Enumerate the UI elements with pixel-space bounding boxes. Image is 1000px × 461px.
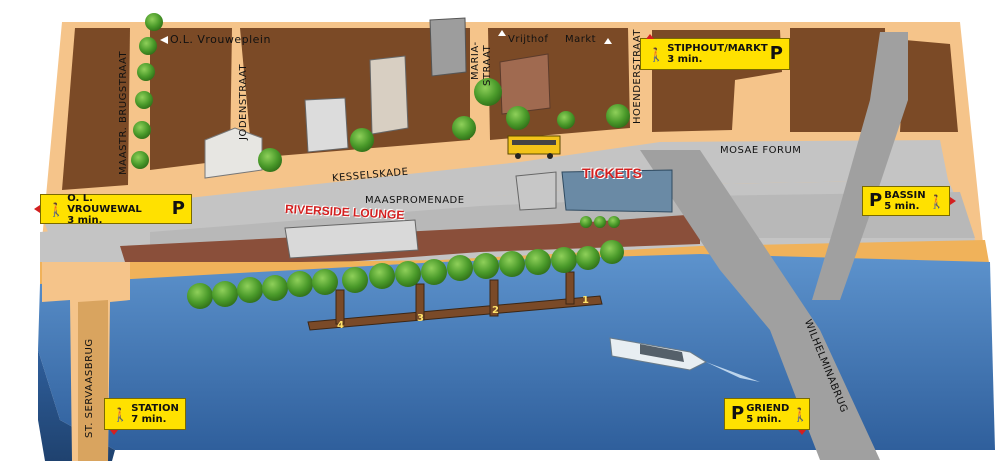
- sign-griend-line2: 5 min.: [746, 414, 782, 425]
- jetty: [307, 271, 603, 331]
- arrow-right-icon: [950, 197, 956, 205]
- label-jodenstraat: JODENSTRAAT: [238, 63, 249, 140]
- wilhelminabrug: [640, 150, 880, 460]
- pedestrian-icon: 🚶: [928, 193, 945, 209]
- label-ol-vrouweplein: O.L. Vrouweplein: [170, 33, 271, 46]
- jetty-2: 2: [492, 305, 499, 316]
- label-mosae-forum: MOSAE FORUM: [720, 145, 802, 156]
- label-mariastraat-2: STRAAT: [482, 44, 493, 86]
- pedestrian-icon: 🚶: [648, 46, 665, 62]
- jetty-numbers: 4 3 2 1: [337, 295, 589, 331]
- arrow-down-icon: [110, 430, 118, 435]
- pedestrian-icon: 🚶: [792, 406, 809, 422]
- parking-icon: P: [869, 190, 883, 211]
- wilhelminabrug-ramp: [812, 32, 908, 300]
- sign-bassin-line1: BASSIN: [884, 190, 926, 201]
- pedestrian-icon: 🚶: [48, 201, 65, 217]
- arrow-left-icon: [34, 205, 40, 213]
- sidewalk-strip: [40, 132, 946, 214]
- city-blocks: [62, 28, 958, 190]
- sign-ol-vrouwewal: 🚶 O. L. VROUWEWAL 3 min. P: [40, 192, 192, 226]
- sign-stiphout-markt: 🚶 STIPHOUT/MARKT 3 min. P: [640, 38, 790, 70]
- bus: [507, 135, 561, 159]
- sign-griend-line1: GRIEND: [746, 403, 790, 414]
- st-servaasbrug-deck: [78, 300, 108, 461]
- sign-station-line1: STATION: [131, 403, 179, 414]
- cruise-boat: [609, 337, 760, 382]
- parking-icon: P: [769, 43, 783, 64]
- label-maastr-brugstraat: MAASTR. BRUGSTRAAT: [118, 50, 129, 175]
- arrow-down-icon: [798, 430, 806, 435]
- sign-stiphout-line2: 3 min.: [667, 54, 703, 65]
- sign-bassin: P BASSIN 5 min. 🚶: [862, 186, 950, 216]
- direction-markers: [160, 30, 612, 44]
- sign-ol-vrouwewal-line1: O. L. VROUWEWAL: [67, 192, 142, 215]
- jetty-3: 3: [417, 313, 424, 324]
- sign-ol-vrouwewal-line2: 3 min.: [67, 214, 103, 226]
- parking-icon: P: [171, 198, 185, 219]
- sign-stiphout-line1: STIPHOUT/MARKT: [667, 43, 768, 54]
- sign-bassin-line2: 5 min.: [884, 201, 920, 212]
- jetty-4: 4: [337, 320, 344, 331]
- arrow-up-icon: [646, 34, 654, 39]
- buildings: [204, 17, 673, 259]
- label-mariastraat-1: MARIA-: [470, 41, 481, 80]
- sign-griend: P GRIEND 5 min. 🚶: [724, 398, 810, 430]
- trees: [131, 13, 630, 309]
- pedestrian-icon: 🚶: [112, 406, 129, 422]
- label-vrijthof: Vrijthof: [508, 34, 549, 45]
- sign-station-line2: 7 min.: [131, 414, 167, 425]
- jetty-1: 1: [582, 295, 589, 306]
- label-markt: Markt: [565, 34, 597, 45]
- label-maaspromenade: MAASPROMENADE: [365, 195, 465, 206]
- label-st-servaasbrug: ST. SERVAASBRUG: [84, 338, 95, 438]
- label-tickets: TICKETS: [582, 165, 642, 181]
- river-front: [38, 350, 115, 461]
- parking-icon: P: [731, 403, 745, 424]
- sign-station: 🚶 STATION 7 min.: [104, 398, 186, 430]
